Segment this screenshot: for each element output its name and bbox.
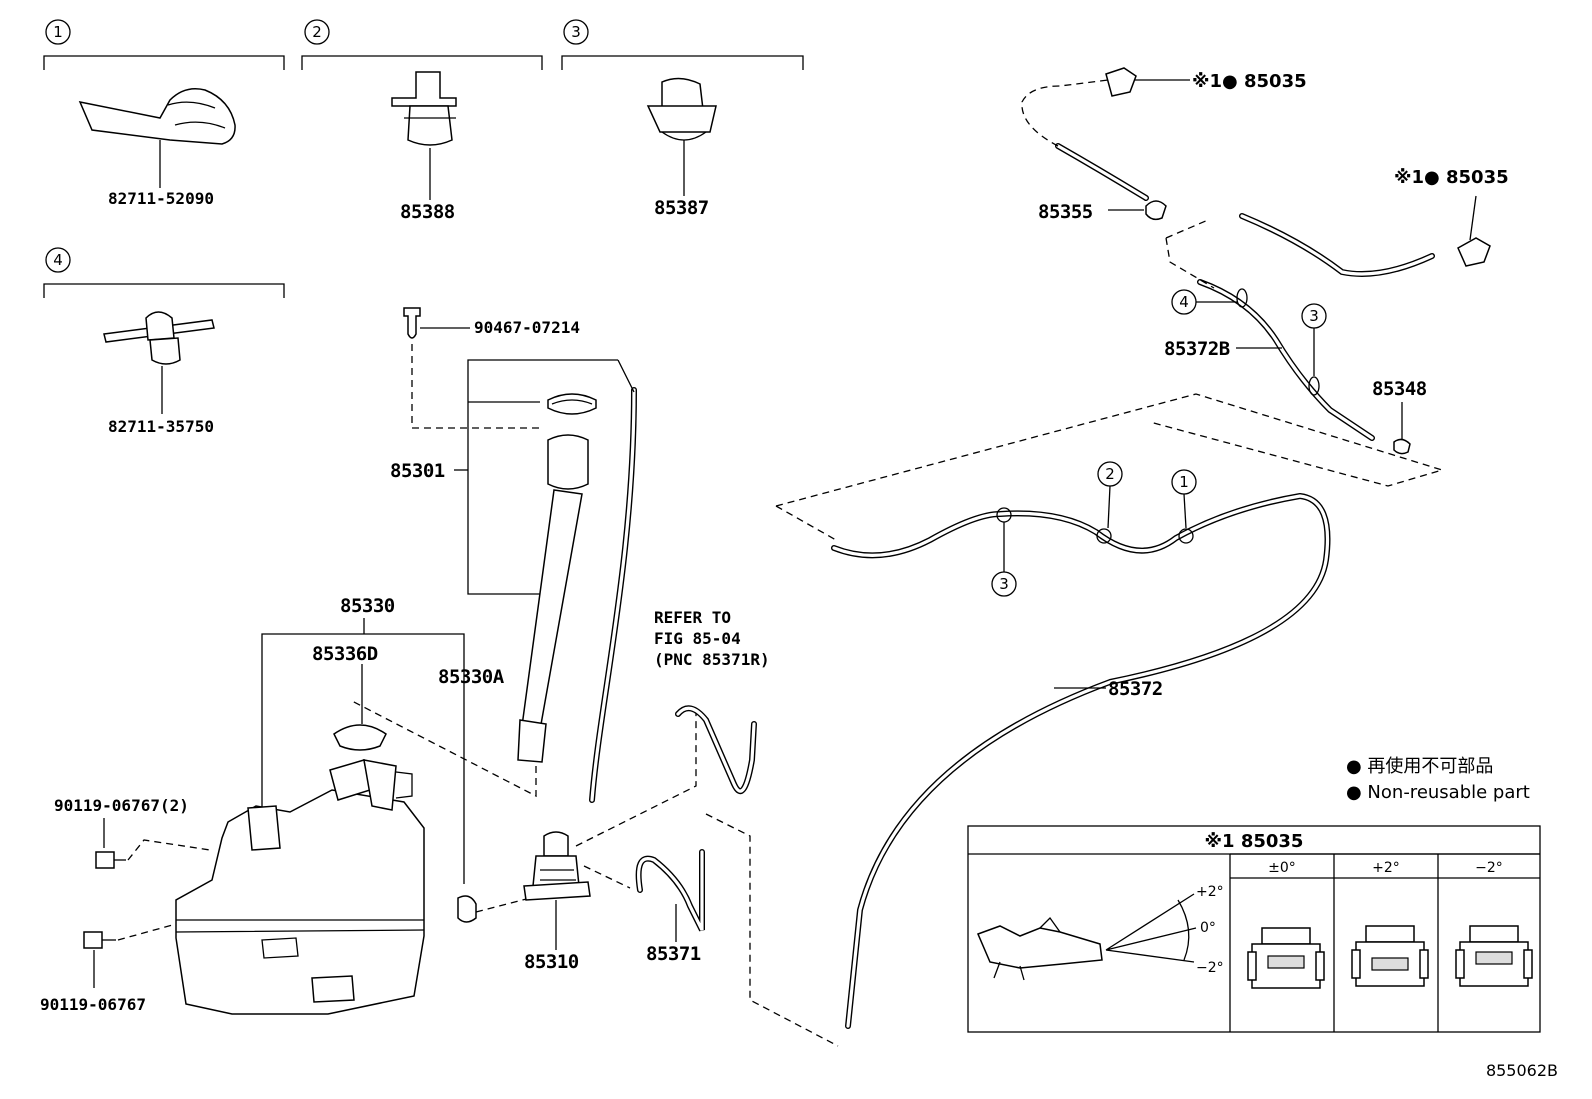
filler-neck-85301: 85301 <box>349 359 637 803</box>
part-label-90467-07214[interactable]: 90467-07214 <box>474 318 580 337</box>
hose-callout-2: 2 <box>1105 465 1115 483</box>
refer-note: REFER TO FIG 85-04 (PNC 85371R) <box>654 608 770 794</box>
nozzle-face-0 <box>1247 927 1325 989</box>
bolt-90119-06767-2: 90119-06767(2) <box>54 796 211 869</box>
inset-col-0: ±0° <box>1268 860 1296 876</box>
part-label-85348[interactable]: 85348 <box>1372 378 1427 400</box>
part-label-85371[interactable]: 85371 <box>646 943 701 965</box>
clip-group-4: 4 82711-35750 <box>43 247 285 436</box>
legend-en: ● Non-reusable part <box>1346 782 1530 803</box>
clip-group-3: 3 85387 <box>561 19 804 219</box>
part-label-85310[interactable]: 85310 <box>524 951 579 973</box>
nozzle-face-minus <box>1455 925 1533 987</box>
washer-tank-85330: 85330 85336D 85330A <box>175 595 505 1015</box>
part-label-85372B[interactable]: 85372B <box>1164 338 1230 360</box>
part-label-82711-35750[interactable]: 82711-35750 <box>108 417 214 436</box>
figure-id: 855062B <box>1486 1061 1558 1080</box>
inset-col-minus: −2° <box>1475 860 1503 876</box>
part-label-85035-a[interactable]: ※1● 85035 <box>1192 71 1307 92</box>
part-label-85355[interactable]: 85355 <box>1038 201 1093 223</box>
inset-angle-zero: 0° <box>1200 920 1216 936</box>
hose-callout-3: 3 <box>999 575 1009 593</box>
hose-b-callout-4: 4 <box>1179 293 1189 311</box>
part-label-85388[interactable]: 85388 <box>400 201 455 223</box>
nozzle-face-plus <box>1351 925 1429 987</box>
legend: ● 再使用不可部品 ● Non-reusable part <box>1346 756 1530 803</box>
hose-b-callout-3: 3 <box>1309 307 1319 325</box>
legend-jp: ● 再使用不可部品 <box>1346 756 1493 777</box>
part-label-85330[interactable]: 85330 <box>340 595 395 617</box>
part-label-85387[interactable]: 85387 <box>654 197 709 219</box>
hose-85372b: 4 3 85372B 85348 <box>1164 279 1427 455</box>
part-label-85035-b[interactable]: ※1● 85035 <box>1394 167 1509 188</box>
callout-1: 1 <box>53 23 63 41</box>
refer-line-1: REFER TO <box>654 608 731 627</box>
clip-group-1: 1 82711-52090 <box>43 19 285 208</box>
callout-4: 4 <box>53 251 63 269</box>
inset-col-plus: +2° <box>1372 860 1400 876</box>
washer-pump-85310: 85310 <box>475 710 697 973</box>
hose-callout-1: 1 <box>1179 473 1189 491</box>
part-label-85301[interactable]: 85301 <box>390 460 445 482</box>
part-label-90119-06767-2[interactable]: 90119-06767(2) <box>54 796 189 815</box>
bolt-90119-06767: 90119-06767 <box>40 923 177 1014</box>
part-label-85330A[interactable]: 85330A <box>438 666 505 688</box>
clip-90467: 90467-07214 <box>403 307 580 429</box>
part-label-90119-06767[interactable]: 90119-06767 <box>40 995 146 1014</box>
callout-2: 2 <box>312 23 322 41</box>
callout-3: 3 <box>571 23 581 41</box>
part-label-85336D[interactable]: 85336D <box>312 643 378 665</box>
hose-85372: 3 2 1 85372 <box>775 393 1445 1029</box>
inset-title: ※1 85035 <box>1205 831 1304 852</box>
clip-group-2: 2 85388 <box>301 19 543 223</box>
inset-angle-minus: −2° <box>1196 960 1224 976</box>
refer-line-3: (PNC 85371R) <box>654 650 770 669</box>
part-label-82711-52090[interactable]: 82711-52090 <box>108 189 214 208</box>
inset-nozzle-angle: ※1 85035 ±0° +2° −2° +2° 0° −2° <box>967 825 1541 1033</box>
refer-line-2: FIG 85-04 <box>654 629 741 648</box>
part-label-85372[interactable]: 85372 <box>1108 678 1163 700</box>
inset-angle-plus: +2° <box>1196 884 1224 900</box>
hose-85371: 85371 <box>635 813 839 1047</box>
nozzle-hoses: 85355 ※1● 85035 ※1● 85035 <box>1021 67 1509 289</box>
